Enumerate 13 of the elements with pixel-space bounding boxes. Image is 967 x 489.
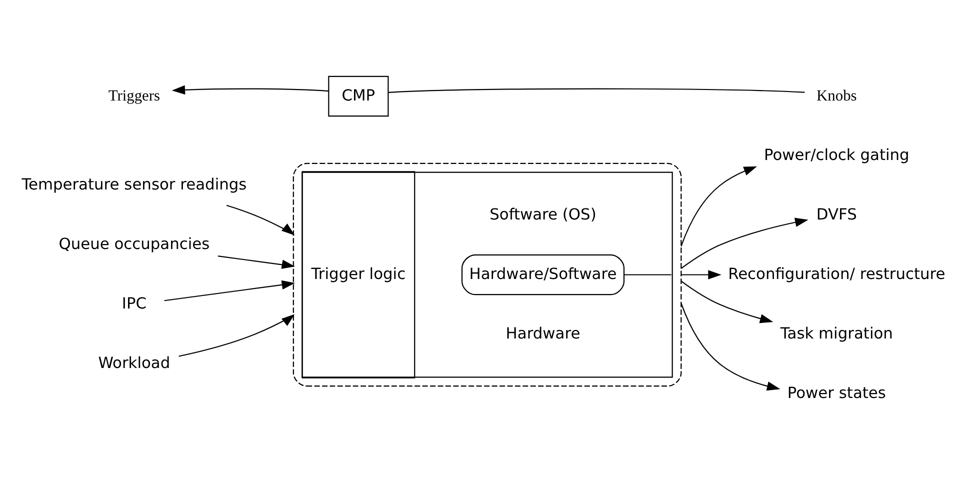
node-text: Queue occupancies [58,234,210,253]
label: Hardware [506,324,580,342]
node-text: DVFS [816,204,857,223]
node-text: Temperature sensor readings [22,175,247,194]
node-text: Power states [787,383,886,402]
node-text: Workload [98,354,170,372]
node-text: Reconfiguration/ restructure [728,264,946,282]
node-text: Task migration [780,324,893,342]
node-text: IPC [122,294,146,312]
node-text: Triggers [108,86,160,104]
label: Software (OS) [490,204,596,223]
node-text: Knobs [816,86,857,104]
node-text: Power/clock gating [764,145,910,164]
